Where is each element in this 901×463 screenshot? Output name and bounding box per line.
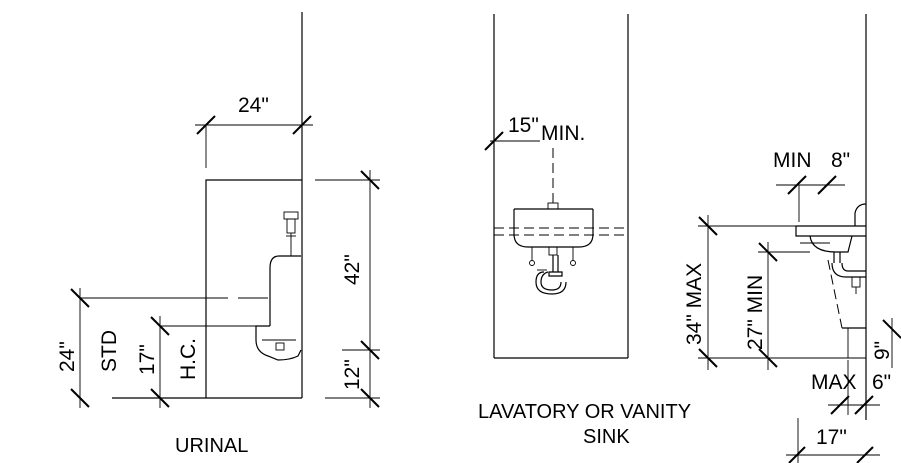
- lavatory-caption-line1: LAVATORY OR VANITY: [478, 401, 691, 423]
- section-depth-dimension: 17": [816, 426, 847, 449]
- lavatory-section: MIN 8": [683, 14, 901, 463]
- lavatory-min-label: MIN.: [541, 122, 585, 145]
- urinal-width-tick-right: [292, 115, 312, 135]
- urinal-std-dimension: 24": [56, 341, 79, 372]
- section-max-height-dimension: 34" MAX: [683, 263, 706, 345]
- urinal-partition: [205, 179, 302, 398]
- section-sink-icon: [795, 203, 867, 253]
- section-max-toe-dimension: 6": [872, 371, 891, 394]
- section-min-label: MIN: [773, 149, 812, 172]
- lavatory-elevation: 15" MIN. LAVATORY OR VANITY SI: [478, 14, 691, 448]
- urinal-base-height-dimension: 12": [341, 359, 364, 390]
- section-min-depth-dimension: 8": [831, 149, 850, 172]
- urinal-bowl-icon: [255, 255, 302, 361]
- section-knee-clearance: [827, 259, 866, 358]
- urinal-elevation: 24" 42" 12" 24" STD 17" H.C. URINAL: [56, 12, 380, 457]
- urinal-width-tick-left: [196, 115, 216, 135]
- urinal-hc-label: H.C.: [177, 338, 200, 380]
- urinal-caption: URINAL: [175, 435, 248, 457]
- urinal-width-dimension: 24": [238, 94, 269, 117]
- urinal-hc-dimension: 17": [136, 344, 159, 375]
- urinal-std-label: STD: [98, 330, 121, 372]
- section-max-label: MAX: [811, 371, 857, 394]
- flush-valve-icon: [283, 211, 299, 256]
- urinal-total-height-dimension: 42": [341, 254, 364, 285]
- lavatory-p-trap-icon: [535, 246, 567, 295]
- section-trap-icon: [831, 252, 866, 294]
- section-knee-height-dimension: 9": [871, 341, 894, 360]
- lavatory-caption-line2: SINK: [583, 426, 630, 448]
- lavatory-min-side-dimension: 15": [508, 114, 539, 137]
- section-min-height-dimension: 27" MIN: [744, 275, 767, 350]
